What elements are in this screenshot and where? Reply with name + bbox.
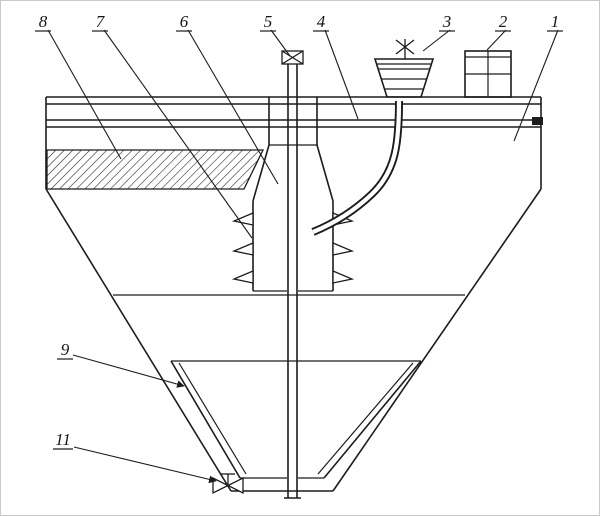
- label-3: 3: [442, 12, 452, 31]
- leader-line-1: [513, 29, 559, 142]
- leader-line-2: [486, 29, 507, 51]
- shaft-coupling-cross: [281, 50, 304, 65]
- drive-impeller-cross: [395, 39, 415, 55]
- feed-pipe: [311, 100, 403, 236]
- drive-body: [373, 58, 435, 98]
- feedwell: [231, 97, 355, 292]
- label-2: 2: [499, 12, 508, 31]
- label-11: 11: [55, 430, 71, 449]
- dosing-box: [464, 50, 512, 98]
- label-4: 4: [317, 12, 326, 31]
- valve-left-wedge: [212, 476, 230, 495]
- leader-line-8: [47, 29, 122, 160]
- leader-line-3: [422, 29, 451, 52]
- tank-left-cone-wall: [45, 188, 232, 492]
- drive-unit: [373, 39, 435, 98]
- inner-cone-left-inner: [178, 362, 247, 475]
- baffle-plate: [332, 270, 355, 284]
- tank-right-cone-wall: [332, 188, 542, 492]
- feed-pipe-bore: [312, 100, 402, 234]
- tank-outline: [45, 97, 542, 492]
- leader-lines: [47, 29, 559, 484]
- drain-valve: [212, 473, 244, 495]
- baffle-plate: [332, 242, 355, 256]
- feedwell-left-flare: [252, 144, 270, 202]
- leader-line-6: [187, 29, 279, 185]
- leader-line-7: [103, 29, 253, 239]
- inner-cone-right-inner: [317, 362, 414, 475]
- label-9: 9: [61, 340, 70, 359]
- label-6: 6: [180, 12, 189, 31]
- center-shaft: [281, 50, 304, 499]
- label-5: 5: [264, 12, 273, 31]
- baffle-plate: [231, 212, 254, 226]
- inner-cone-left-outer: [170, 360, 241, 479]
- label-1: 1: [551, 12, 560, 31]
- leader-line-5: [270, 29, 291, 57]
- baffle-plate: [231, 242, 254, 256]
- valve-right-wedge: [226, 476, 244, 495]
- label-8: 8: [39, 12, 48, 31]
- reference-labels: 8 7 6 5 4 3 2 1 9 11: [35, 12, 563, 450]
- leader-line-11: [73, 446, 217, 484]
- leader-line-4: [324, 29, 359, 120]
- baffle-plate: [231, 270, 254, 284]
- inclined-plate-pack: [46, 149, 265, 190]
- inner-cone: [170, 360, 422, 479]
- deck-fitting: [532, 117, 543, 125]
- inner-cone-right-outer: [323, 360, 422, 479]
- feedwell-right-flare: [316, 144, 334, 202]
- plate-pack-hatch: [46, 149, 265, 190]
- leader-line-9: [72, 354, 185, 388]
- label-7: 7: [96, 12, 106, 31]
- tank-deck: [46, 96, 543, 128]
